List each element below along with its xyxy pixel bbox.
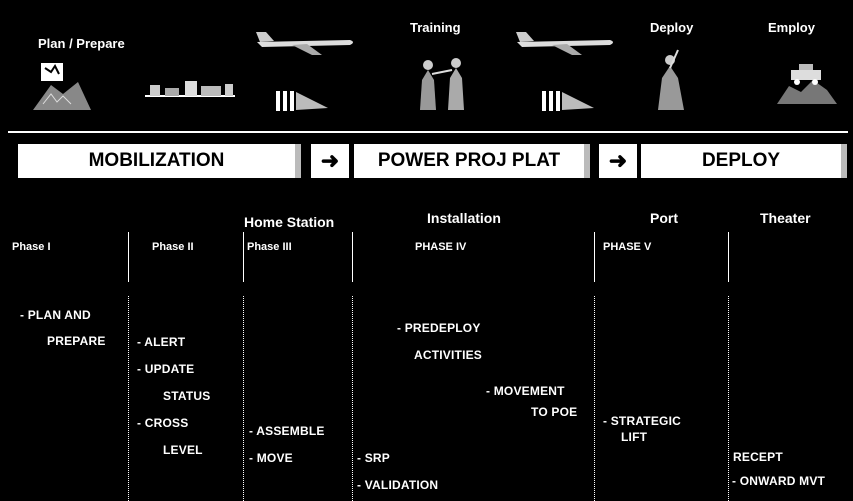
activity-recept: RECEPT xyxy=(733,450,783,464)
aircraft-icon xyxy=(256,32,353,55)
activity-strategic: - STRATEGIC xyxy=(603,414,681,428)
aircraft-icon-2 xyxy=(516,32,613,55)
stage-deploy: Deploy xyxy=(650,20,694,35)
banner-deploy: DEPLOY xyxy=(641,144,847,178)
phase-divider xyxy=(128,232,129,282)
stage-employ: Employ xyxy=(768,20,815,35)
activity-divider xyxy=(352,296,353,501)
activity-onward-mvt: - ONWARD MVT xyxy=(732,474,826,488)
activity-alert: - ALERT xyxy=(137,335,186,349)
deploying-soldier-icon xyxy=(658,49,684,110)
phase-1: Phase I xyxy=(12,241,51,253)
phase-3: Phase III xyxy=(247,241,292,253)
arrow-icon: ➜ xyxy=(311,144,349,178)
activity-movement: - MOVEMENT xyxy=(486,384,565,398)
stage-training: Training xyxy=(410,20,461,35)
phase-2: Phase II xyxy=(152,241,194,253)
activity-plan-and: - PLAN AND xyxy=(20,308,91,322)
activity-to-poe: TO POE xyxy=(531,405,578,419)
phase-5: PHASE V xyxy=(603,241,652,253)
activity-predeploy: - PREDEPLOY xyxy=(397,321,481,335)
location-installation: Installation xyxy=(427,210,501,226)
phase-divider xyxy=(728,232,729,282)
loading-ramp-icon xyxy=(276,91,328,111)
location-home-station: Home Station xyxy=(244,214,335,230)
banner-mobilization: MOBILIZATION xyxy=(18,144,301,178)
activity-divider xyxy=(128,296,129,501)
activity-divider xyxy=(728,296,729,501)
activity-activities: ACTIVITIES xyxy=(414,348,483,362)
phase-4: PHASE IV xyxy=(415,241,467,253)
banner-power-proj-plat: POWER PROJ PLAT xyxy=(354,144,590,178)
stage-plan-prepare: Plan / Prepare xyxy=(38,36,125,51)
activity-divider xyxy=(594,296,595,501)
location-port: Port xyxy=(650,210,678,226)
activity-divider xyxy=(243,296,244,501)
activity-srp: - SRP xyxy=(357,451,391,465)
arrow-icon-2: ➜ xyxy=(599,144,637,178)
terrain-vehicle-icon xyxy=(777,64,837,104)
phase-divider xyxy=(352,232,353,282)
activity-move: - MOVE xyxy=(249,451,293,465)
soldiers-training-icon xyxy=(420,58,464,110)
activity-assemble: - ASSEMBLE xyxy=(249,424,325,438)
installation-buildings-icon xyxy=(145,81,235,97)
activity-prepare: PREPARE xyxy=(47,334,106,348)
phase-divider xyxy=(243,232,244,282)
activity-lift: LIFT xyxy=(621,430,648,444)
location-theater: Theater xyxy=(760,210,811,226)
activity-update: - UPDATE xyxy=(137,362,195,376)
activity-cross: - CROSS xyxy=(137,416,189,430)
activity-status: STATUS xyxy=(163,389,211,403)
activity-validation: - VALIDATION xyxy=(357,478,439,492)
separator-line xyxy=(8,131,848,133)
loading-ramp-icon-2 xyxy=(542,91,594,111)
activity-level: LEVEL xyxy=(163,443,203,457)
phase-divider xyxy=(594,232,595,282)
map-planning-icon xyxy=(33,63,91,110)
